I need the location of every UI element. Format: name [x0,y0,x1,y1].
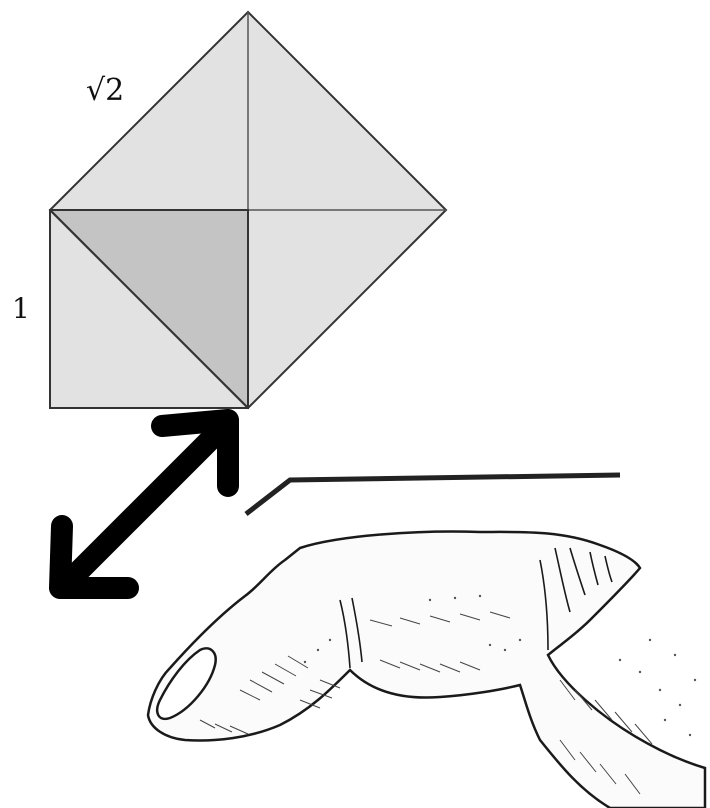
unit-square-outline [49,209,249,409]
square-diagonal-line [49,209,249,409]
fingernail [156,647,217,721]
diagonal-square [48,10,448,410]
finger-outline [146,530,707,808]
finger-hatching [199,611,653,795]
knuckle-creases [339,547,613,669]
double-headed-diagonal-arrow-icon [49,409,239,599]
finger-reference-line [244,472,621,516]
finger-sketch-icon [146,472,707,808]
diagonal-length-label: √2 [86,73,124,108]
side-length-label: 1 [12,292,30,325]
finger-stippling [303,594,697,737]
